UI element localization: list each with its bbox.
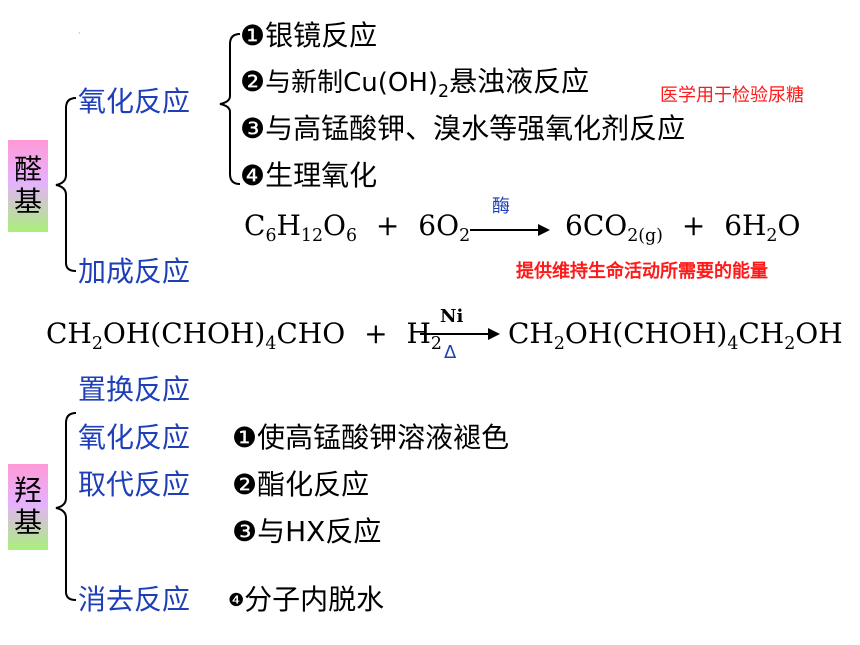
aldehyde-label-char-1: 醛	[13, 152, 42, 186]
item-text-a: 与新制Cu(OH)	[265, 68, 439, 98]
aldehyde-oxidation-item-2: ❷与新制Cu(OH)2悬浊液反应	[240, 68, 589, 101]
eq-plus: +	[681, 209, 706, 242]
hydroxyl-oxidation-title: 氧化反应	[78, 421, 191, 454]
eq-co2: 6CO	[565, 209, 628, 242]
hydroxyl-substitution-title: 取代反应	[78, 468, 191, 501]
aldehyde-oxidation-item-1: ❶银镜反应	[240, 22, 377, 50]
hydroxyl-substitution-item-2: ❸与HX反应	[232, 518, 381, 546]
eq-part: CHO	[276, 317, 346, 350]
aldehyde-label-char-2: 基	[13, 185, 42, 218]
hydroxyl-label-box: 羟 基	[8, 464, 48, 550]
item-number-3: ❸	[240, 112, 266, 145]
aldehyde-oxidation-title: 氧化反应	[78, 85, 191, 118]
eq-part: OH(CHOH)	[102, 317, 266, 350]
hydroxyl-elimination-item: ❹分子内脱水	[228, 586, 384, 614]
eq-h: H	[276, 209, 301, 242]
aldehyde-oxidation-item-3: ❸与高锰酸钾、溴水等强氧化剂反应	[240, 115, 685, 143]
eq-plus: +	[375, 209, 400, 242]
eq-c: C	[244, 209, 266, 242]
hydroxyl-displacement-title: 置换反应	[78, 373, 191, 406]
aldehyde-main-bracket	[55, 97, 77, 272]
aldehyde-label-box: 醛 基	[8, 140, 48, 232]
catalyst-nickel: Ni	[440, 306, 464, 327]
hydrogenation-equation-right: CH2OH(CHOH)4CH2OH	[508, 320, 843, 353]
aldehyde-oxidation-bracket	[219, 33, 241, 185]
reaction-arrow-enzyme	[470, 224, 550, 236]
eq-o2: 6O	[418, 209, 460, 242]
eq-part: CH	[46, 317, 92, 350]
item-sub: 2	[438, 82, 450, 103]
item-number-2: ❷	[240, 65, 266, 98]
item-text-b: 悬浊液反应	[449, 65, 590, 98]
aldehyde-addition-title: 加成反应	[78, 255, 191, 288]
eq-o-sub: 6	[345, 226, 358, 247]
glucose-equation-right: 6CO2(g) + 6H2O	[565, 212, 800, 245]
catalyst-enzyme: 酶	[492, 196, 510, 217]
item-text: 银镜反应	[265, 19, 378, 52]
eq-part: OH(CHOH)	[564, 317, 728, 350]
eq-part: OH	[795, 317, 843, 350]
eq-c-sub: 6	[265, 226, 277, 247]
condition-heat: Δ	[444, 342, 457, 363]
item-text: 分子内脱水	[244, 583, 385, 616]
eq-sub: 4	[265, 334, 277, 355]
hydroxyl-main-bracket	[55, 412, 77, 601]
aldehyde-oxidation-item-4: ❹生理氧化	[240, 162, 377, 190]
note-medical: 医学用于检验尿糖	[660, 85, 804, 106]
item-text: 酯化反应	[257, 468, 370, 501]
item-text: 使高锰酸钾溶液褪色	[257, 421, 510, 454]
note-energy: 提供维持生命活动所需要的能量	[516, 261, 768, 282]
reaction-arrow-nickel	[420, 328, 500, 340]
item-number-2: ❷	[232, 468, 258, 501]
hydroxyl-elimination-title: 消去反应	[78, 583, 191, 616]
item-number-1: ❶	[232, 421, 258, 454]
item-text: 生理氧化	[265, 159, 378, 192]
eq-h2-sub: 2	[430, 334, 442, 355]
hydroxyl-label-char-1: 羟	[13, 473, 42, 507]
hydroxyl-label-char-2: 基	[13, 506, 42, 539]
eq-o2-sub: 2	[459, 226, 471, 247]
item-text: 与HX反应	[257, 515, 382, 548]
eq-h2o-a: 6H	[724, 209, 767, 242]
eq-h2o-b: O	[777, 209, 801, 242]
eq-part: CH	[508, 317, 554, 350]
eq-sub: 4	[727, 334, 739, 355]
item-text: 与高锰酸钾、溴水等强氧化剂反应	[265, 112, 686, 145]
eq-sub: 2	[784, 334, 796, 355]
eq-sub: 2	[91, 334, 103, 355]
hydroxyl-oxidation-item: ❶使高锰酸钾溶液褪色	[232, 424, 509, 452]
eq-part: CH	[738, 317, 785, 350]
eq-plus: +	[364, 317, 388, 350]
hydroxyl-substitution-item-1: ❷酯化反应	[232, 471, 369, 499]
item-number-3: ❸	[232, 515, 258, 548]
eq-sub: 2	[553, 334, 565, 355]
eq-h2o-sub: 2	[766, 226, 778, 247]
stray-dot: ·	[78, 29, 81, 38]
item-number-4: ❹	[240, 159, 266, 192]
eq-h-sub: 12	[300, 226, 323, 247]
glucose-equation-left: C6H12O6 + 6O2	[244, 212, 470, 245]
eq-o: O	[323, 209, 346, 242]
item-number-1: ❶	[240, 19, 266, 52]
hydrogenation-equation-left: CH2OH(CHOH)4CHO + H2	[46, 320, 442, 353]
item-number-4: ❹	[228, 590, 245, 611]
eq-co2-sub: 2(g)	[627, 226, 663, 247]
